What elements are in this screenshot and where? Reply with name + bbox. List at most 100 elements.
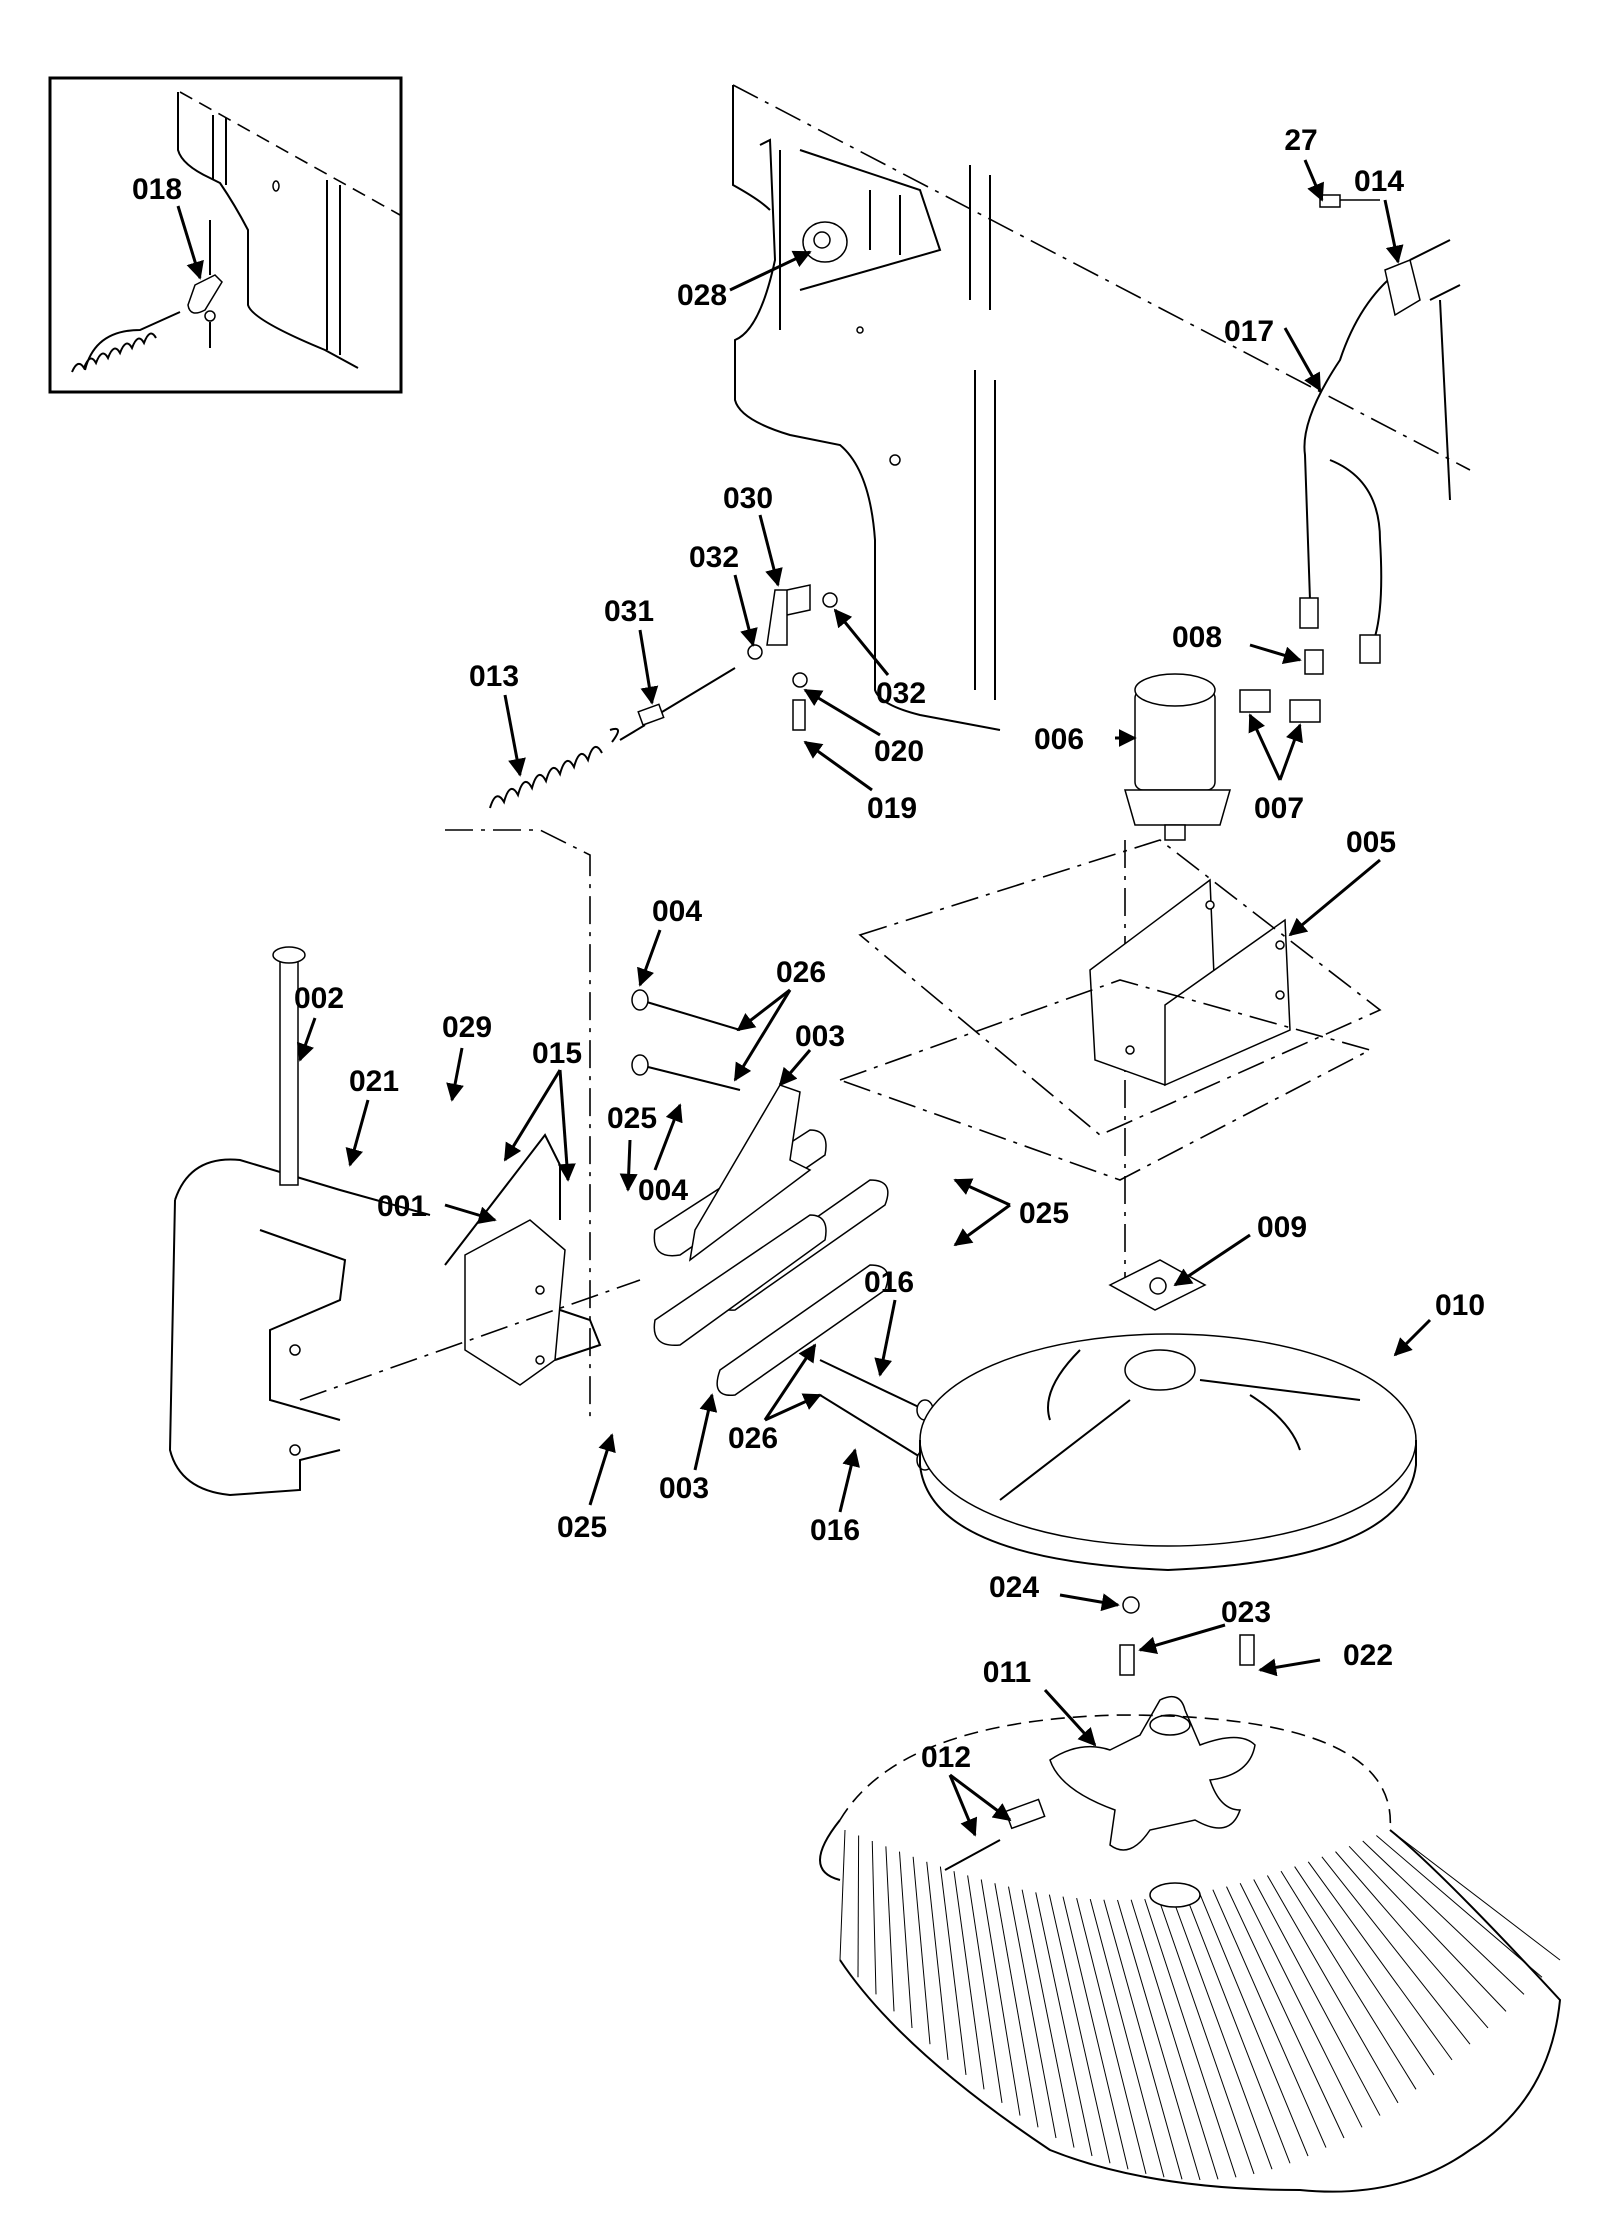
bristle — [1280, 1870, 1417, 2090]
bristle — [912, 1856, 931, 2045]
callout-label-004: 004 — [652, 895, 702, 928]
callout-label-004: 004 — [638, 1174, 688, 1207]
callout-arrow — [764, 1393, 822, 1422]
hydraulic-motor — [1124, 649, 1324, 841]
callout-label-009: 009 — [1257, 1211, 1307, 1244]
bristle — [1008, 1886, 1057, 2139]
callout-arrow — [874, 1299, 897, 1377]
callout-label-003: 003 — [659, 1472, 709, 1505]
bristle — [1226, 1886, 1345, 2139]
callout-arrow — [736, 988, 791, 1032]
bristle — [857, 1835, 860, 1978]
bristle — [1171, 1896, 1273, 2170]
bristle — [1185, 1894, 1291, 2164]
bristle — [980, 1879, 1021, 2116]
callout-arrow — [1059, 1593, 1120, 1612]
hydraulic-hoses — [1299, 194, 1461, 664]
callout-arrow — [296, 1017, 317, 1062]
callout-arrow — [778, 1049, 812, 1087]
callout-label-022: 022 — [1343, 1639, 1393, 1672]
callout-label-026: 026 — [776, 956, 826, 989]
callout-labels: 0180282701401703003203101303202001900600… — [132, 124, 1485, 1837]
callout-label-021: 021 — [349, 1065, 399, 1098]
callout-arrow — [838, 1448, 860, 1513]
callout-label-031: 031 — [604, 595, 654, 628]
bristle — [1239, 1883, 1363, 2128]
bristle — [1103, 1899, 1183, 2180]
bristle — [1253, 1879, 1381, 2116]
callout-label-007: 007 — [1254, 792, 1304, 825]
brush — [819, 1714, 1562, 2193]
callout-arrow — [446, 1047, 464, 1102]
bristle — [1376, 1835, 1543, 1978]
bristle — [994, 1883, 1039, 2128]
callout-arrow — [619, 1139, 638, 1192]
callout-arrow — [763, 1343, 817, 1421]
callout-label-032: 032 — [689, 541, 739, 574]
callout-arrow — [733, 574, 758, 647]
callout-label-020: 020 — [874, 735, 924, 768]
callout-label-010: 010 — [1435, 1289, 1485, 1322]
callout-arrow — [637, 929, 662, 987]
callout-label-025: 025 — [607, 1102, 657, 1135]
callout-label-030: 030 — [723, 482, 773, 515]
callout-label-025: 025 — [557, 1511, 607, 1544]
side-panel — [732, 84, 1471, 731]
bristle — [1362, 1840, 1525, 1995]
pivot-arms — [631, 989, 934, 1471]
bristle — [1062, 1896, 1129, 2170]
callout-arrow — [733, 989, 792, 1082]
deck-housing — [168, 946, 431, 1497]
bristle — [1076, 1897, 1147, 2175]
bristle — [899, 1851, 913, 2029]
bristle — [1389, 1829, 1561, 1961]
callout-arrow — [693, 1393, 718, 1471]
callout-arrow — [833, 608, 890, 676]
brush-housing — [919, 1259, 1417, 1572]
bristle — [871, 1840, 877, 1995]
callout-label-026: 026 — [728, 1422, 778, 1455]
callout-arrow — [953, 1203, 1011, 1247]
bristle — [1348, 1845, 1507, 2012]
bristle — [885, 1846, 895, 2012]
callout-label-029: 029 — [442, 1011, 492, 1044]
bristle — [1266, 1875, 1399, 2104]
callout-arrow — [758, 514, 783, 587]
callout-label-016: 016 — [810, 1514, 860, 1547]
callout-label-015: 015 — [532, 1037, 582, 1070]
callout-label-019: 019 — [867, 792, 917, 825]
callout-label-001: 001 — [377, 1190, 427, 1223]
bristle — [1157, 1897, 1255, 2175]
callout-arrow — [949, 1773, 1012, 1822]
callout-label-016: 016 — [864, 1266, 914, 1299]
callout-arrow — [1278, 723, 1303, 781]
callout-arrow — [503, 694, 526, 777]
callout-arrow — [1173, 1233, 1251, 1287]
pivot-block — [444, 1133, 602, 1386]
callout-label-27: 27 — [1284, 124, 1317, 157]
callout-label-032: 032 — [876, 677, 926, 710]
bristle — [1089, 1899, 1165, 2178]
bristle — [839, 1829, 846, 1961]
callout-label-013: 013 — [469, 660, 519, 693]
callout-arrow — [803, 688, 881, 737]
callout-label-017: 017 — [1224, 315, 1274, 348]
callout-label-002: 002 — [294, 982, 344, 1015]
bristle — [1212, 1889, 1327, 2148]
callout-arrow — [1283, 327, 1322, 392]
callout-label-003: 003 — [795, 1020, 845, 1053]
callout-label-025: 025 — [1019, 1197, 1069, 1230]
bristle — [1198, 1892, 1309, 2157]
bristle — [967, 1875, 1003, 2103]
callout-arrow — [1393, 1318, 1432, 1357]
callout-label-018: 018 — [132, 173, 182, 206]
bristle — [1335, 1851, 1489, 2029]
callout-label-028: 028 — [677, 279, 727, 312]
bristle — [926, 1861, 949, 2060]
callout-arrow — [1303, 159, 1324, 202]
callout-arrow — [1138, 1623, 1226, 1655]
callout-label-006: 006 — [1034, 723, 1084, 756]
callout-arrow — [953, 1178, 1011, 1207]
motor-bracket — [1089, 878, 1291, 1087]
callout-arrow — [638, 629, 659, 705]
